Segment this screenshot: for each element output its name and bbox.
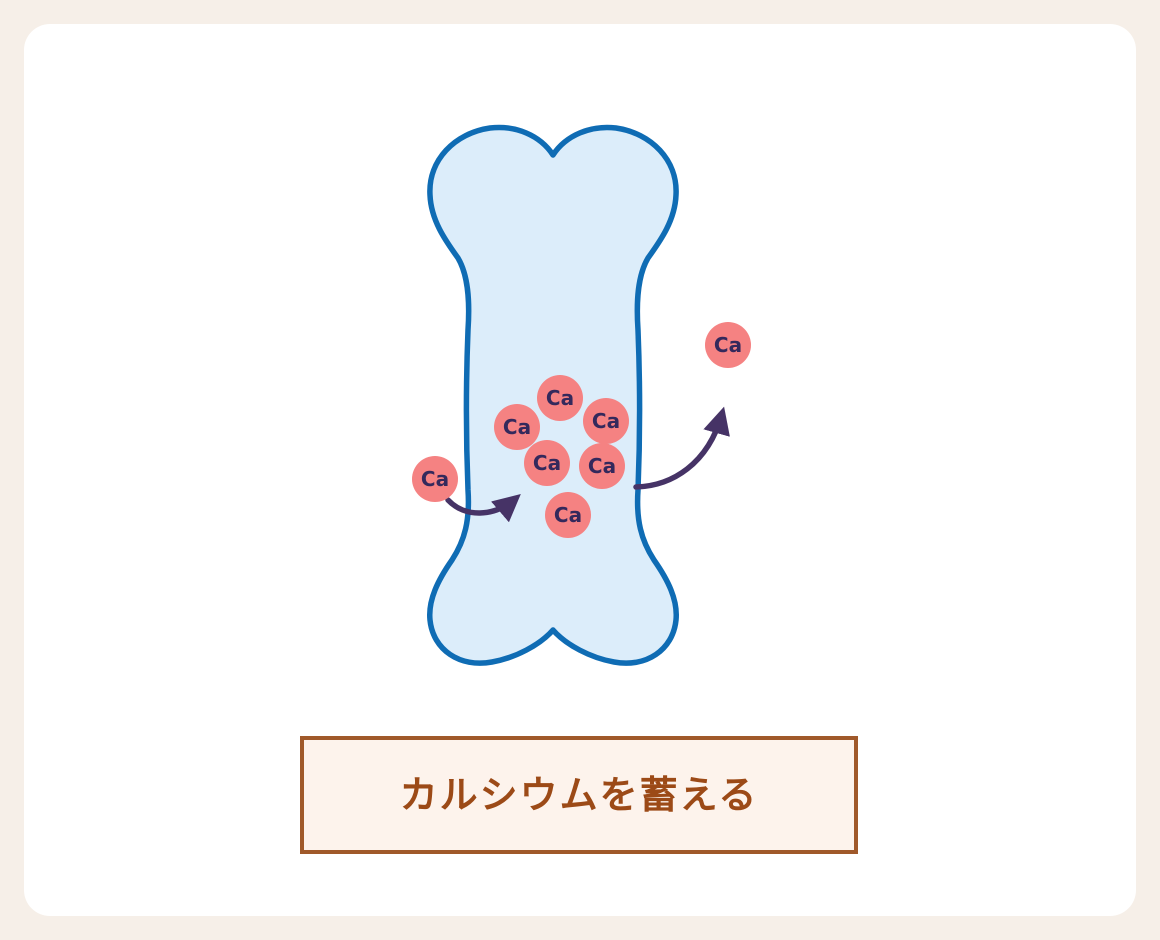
ca-particle-circle: [545, 492, 591, 538]
ca-particle-circle: [579, 443, 625, 489]
ca-particle: Ca: [537, 375, 583, 421]
ca-particle: Ca: [545, 492, 591, 538]
calcium-out-arrow: [633, 406, 730, 490]
caption-box: カルシウムを蓄える: [300, 736, 858, 854]
ca-particle-label: Ca: [546, 386, 574, 410]
ca-particle-circle: [537, 375, 583, 421]
ca-particle: Ca: [494, 404, 540, 450]
caption-text: カルシウムを蓄える: [399, 773, 759, 817]
ca-particle-label: Ca: [533, 451, 561, 475]
ca-particle-label: Ca: [421, 467, 449, 491]
ca-particle-circle: [583, 398, 629, 444]
ca-particle: Ca: [579, 443, 625, 489]
ca-particle: Ca: [524, 440, 570, 486]
ca-particle-label: Ca: [503, 415, 531, 439]
ca-particle: Ca: [412, 456, 458, 502]
ca-particle: Ca: [583, 398, 629, 444]
ca-particle-circle: [412, 456, 458, 502]
ca-particle-label: Ca: [588, 454, 616, 478]
ca-particle-circle: [705, 322, 751, 368]
ca-particle-label: Ca: [554, 503, 582, 527]
ca-particle-label: Ca: [714, 333, 742, 357]
ca-particle: Ca: [705, 322, 751, 368]
ca-particle-circle: [494, 404, 540, 450]
calcium-in-arrow: [445, 493, 521, 523]
ca-particle-circle: [524, 440, 570, 486]
ca-particle-label: Ca: [592, 409, 620, 433]
